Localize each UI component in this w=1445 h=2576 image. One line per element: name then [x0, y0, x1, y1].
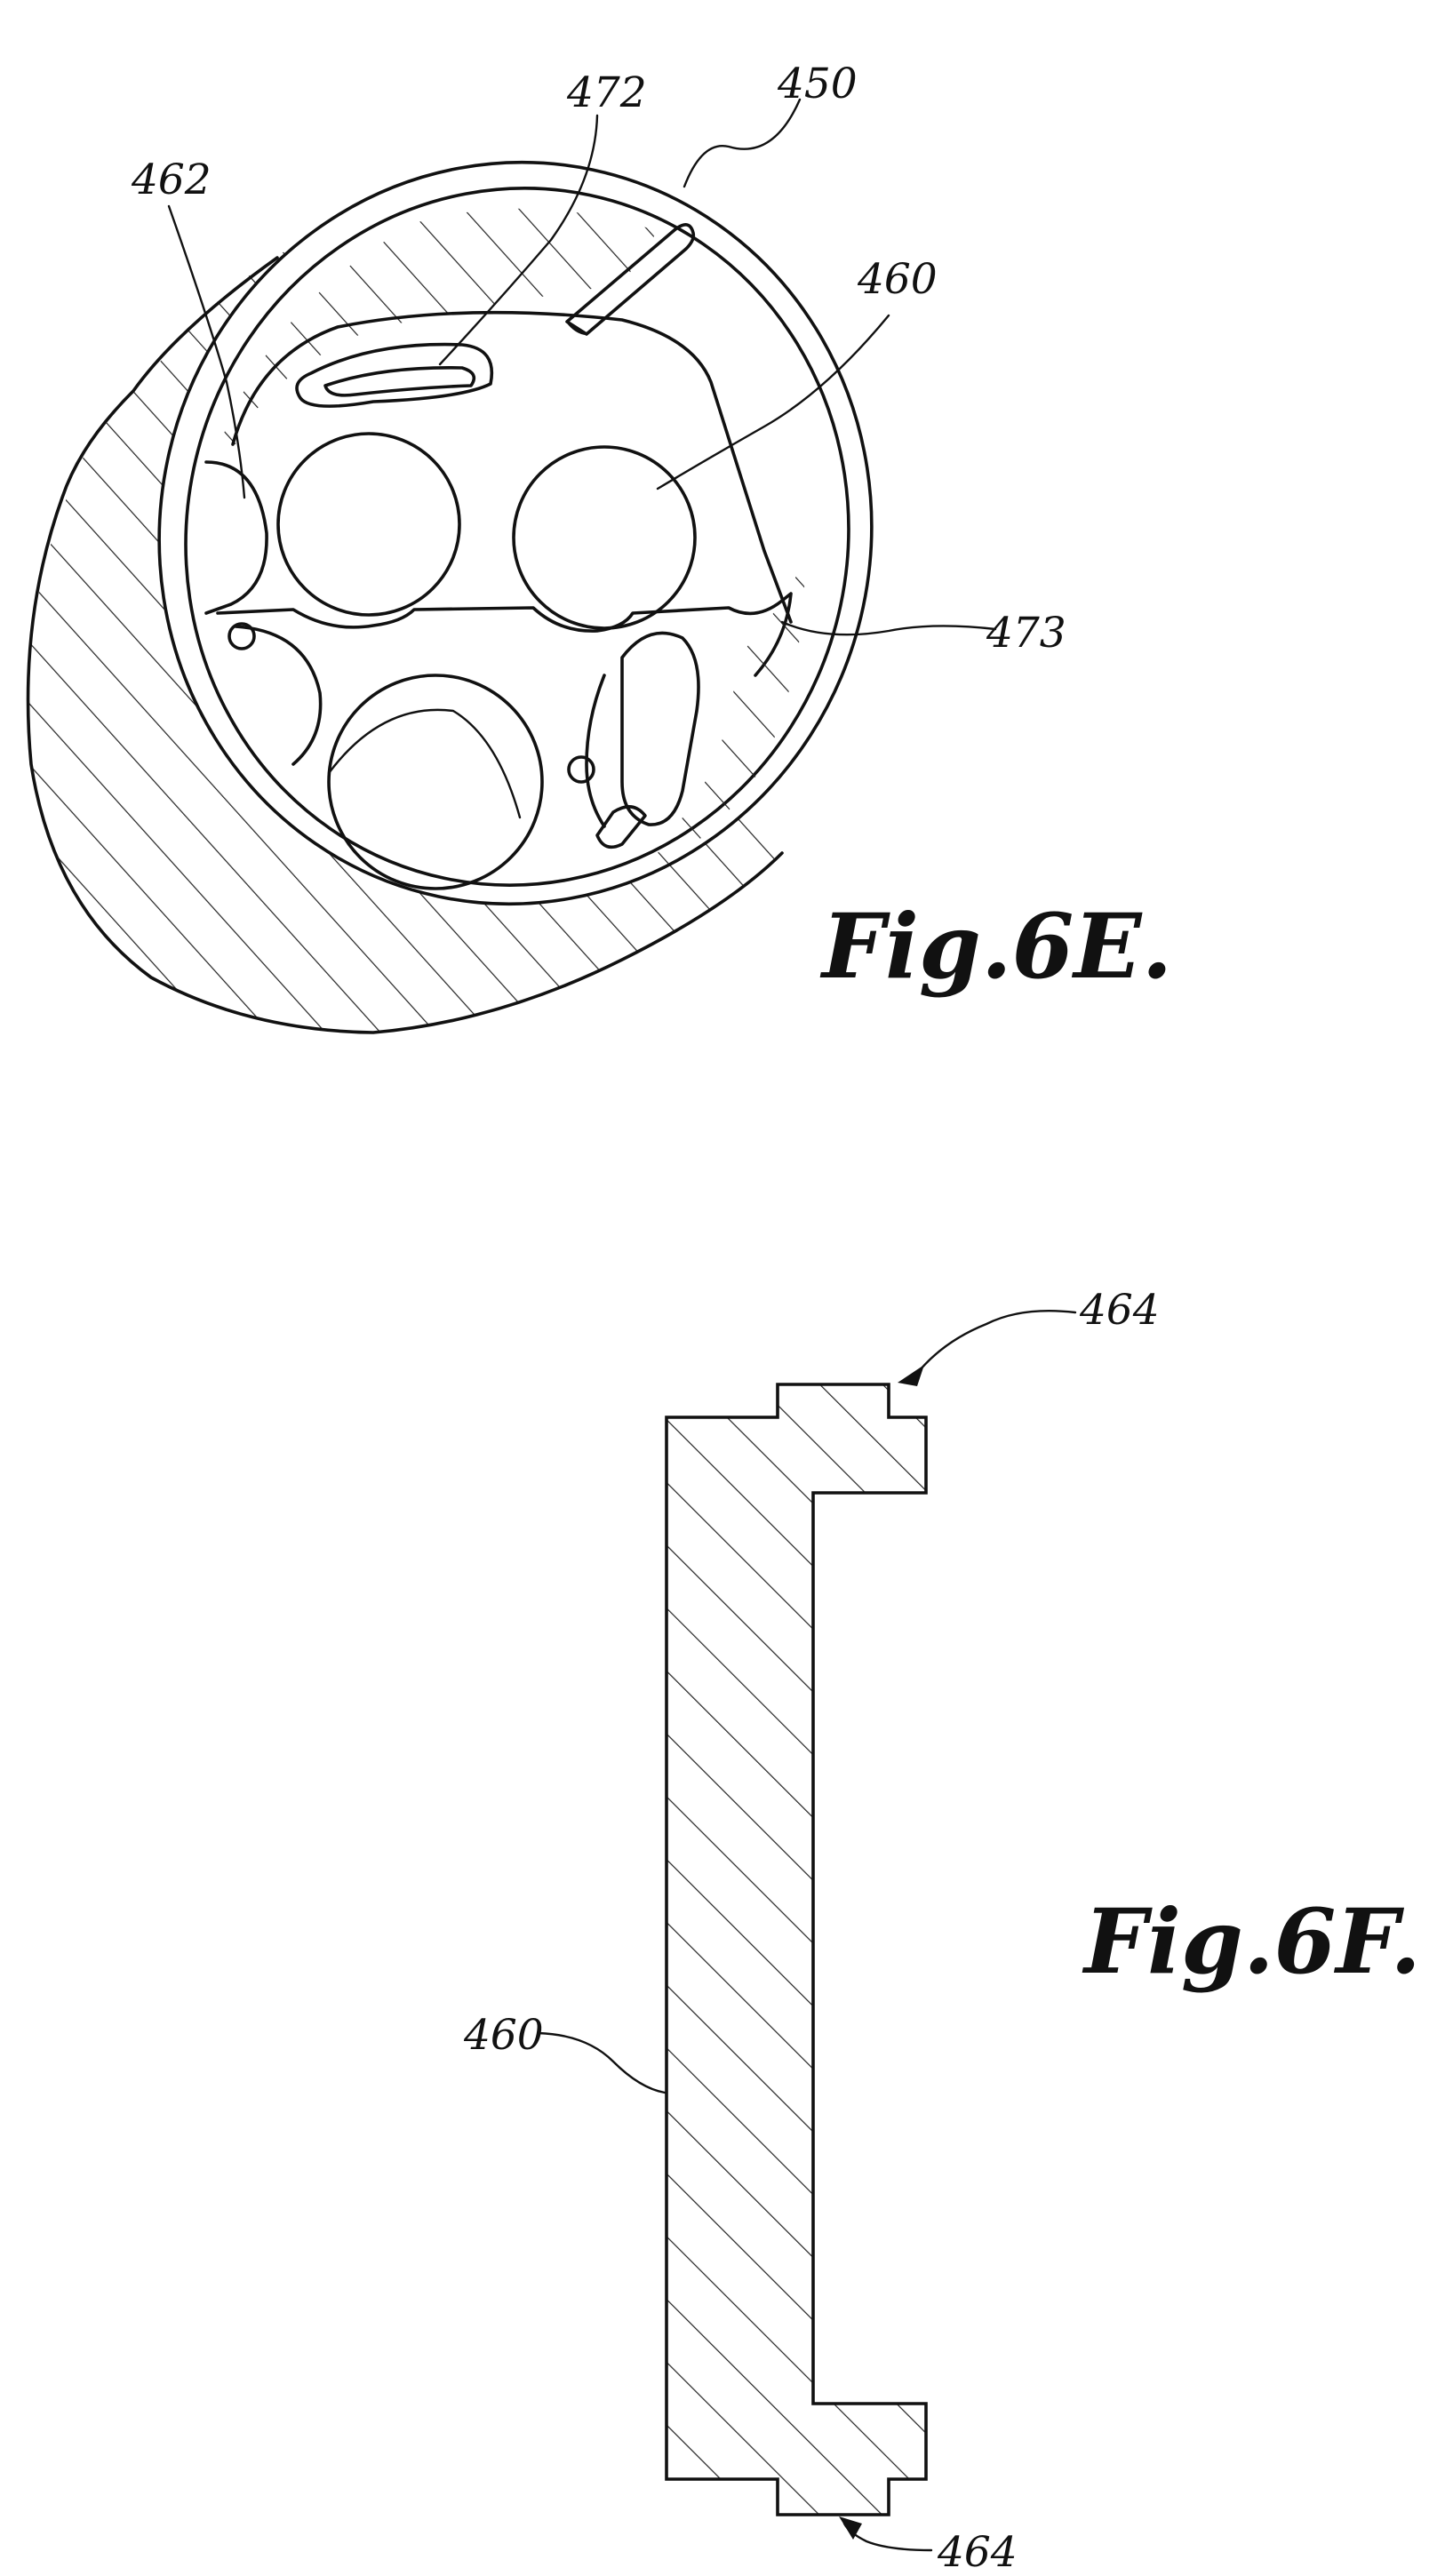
label-464-bottom: 464	[937, 2528, 1018, 2576]
caption-fig-6f: Fig.6F.	[1082, 1889, 1421, 1994]
oblong-slot-right	[567, 631, 700, 849]
leader-462	[167, 204, 246, 499]
label-460-f: 460	[463, 2011, 544, 2060]
label-460: 460	[857, 255, 938, 304]
bore-lower-inner-arc	[327, 708, 522, 819]
leader-460-f	[537, 2031, 667, 2094]
label-473: 473	[986, 609, 1066, 658]
inner-wall-hatch-lower	[640, 551, 805, 880]
slot-472	[295, 342, 493, 408]
bore-462	[204, 460, 268, 615]
leader-460	[656, 314, 890, 490]
lower-left-recess	[234, 625, 323, 766]
leader-472	[438, 114, 599, 366]
leader-450	[683, 98, 802, 188]
key-rib	[565, 223, 696, 336]
figure-6f: 464 460 464 Fig.6F.	[463, 1286, 1421, 2576]
inner-plate-outline	[231, 310, 793, 624]
bore-lower-large	[327, 674, 544, 890]
label-464-top: 464	[1079, 1286, 1160, 1335]
figure-6e: 462 472 450 460 473 Fig.6E.	[26, 60, 1172, 1034]
section-460	[665, 1383, 928, 2516]
small-hole-left	[228, 622, 256, 650]
label-462: 462	[131, 156, 212, 204]
caption-fig-6e: Fig.6E.	[819, 894, 1172, 999]
label-450: 450	[777, 60, 858, 108]
bore-upper-left	[276, 432, 461, 617]
inner-wall-hatch-upper	[213, 208, 658, 462]
label-472: 472	[566, 68, 647, 117]
leader-473	[780, 620, 997, 636]
leader-464-top	[898, 1309, 1077, 1386]
leader-464-bottom	[839, 2516, 933, 2552]
cylinder-open-end-rim-450	[157, 160, 874, 906]
